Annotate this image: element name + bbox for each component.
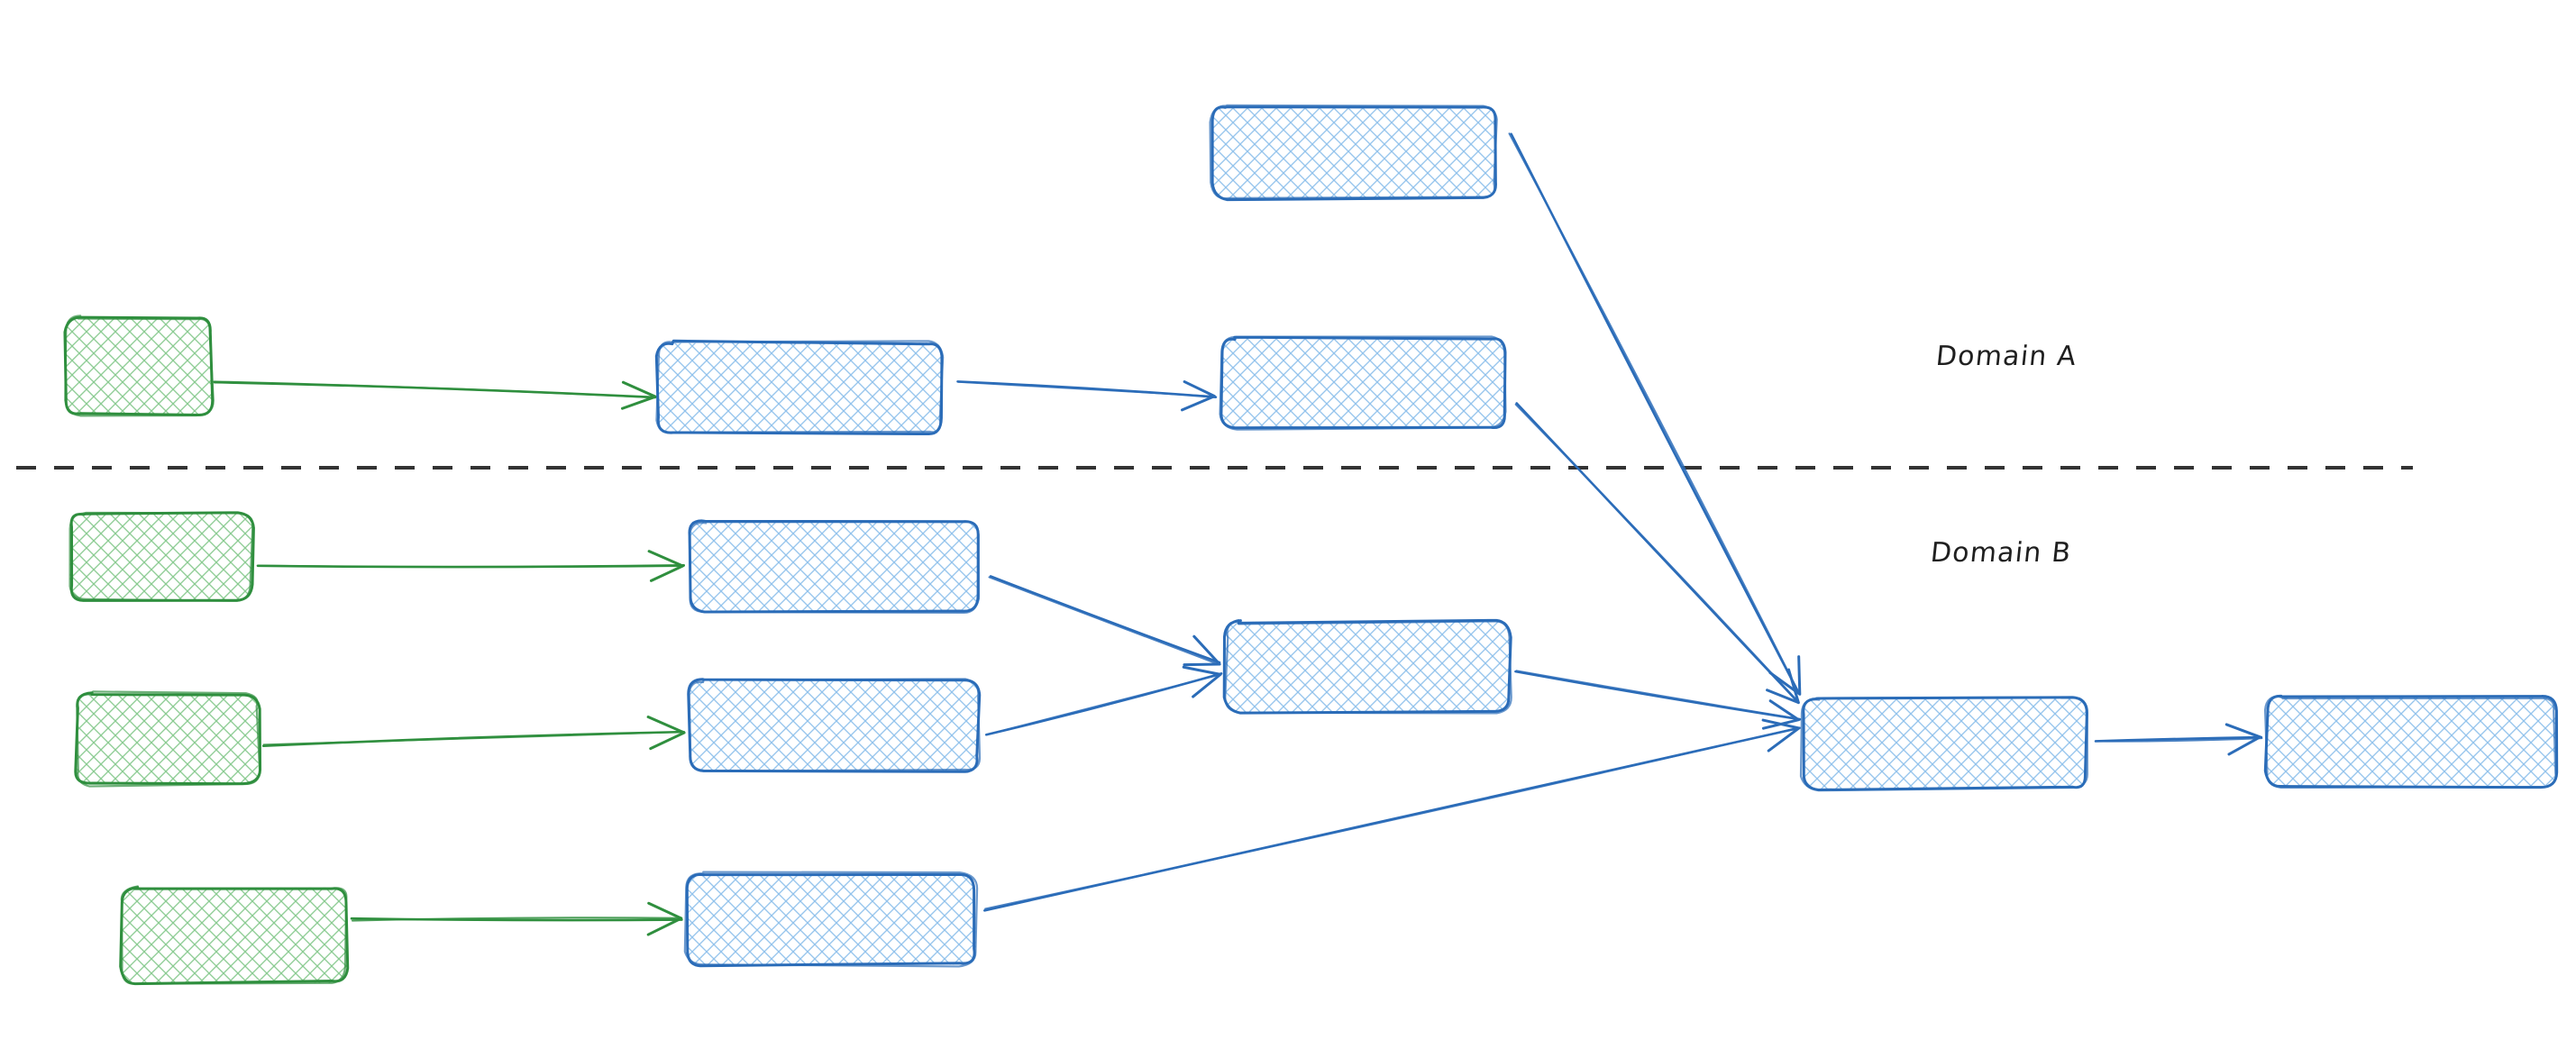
node-b-proc-3[interactable]: [683, 871, 979, 968]
node-outline-echo: [69, 511, 254, 602]
edge-arrowhead: [1181, 380, 1216, 412]
edge-line-echo: [262, 731, 686, 746]
node-fill: [1225, 621, 1511, 713]
node-fill: [690, 520, 979, 612]
edge-arrowhead: [646, 716, 686, 751]
edge-a-top-to-b-sink: [1508, 132, 1802, 696]
node-a-proc-1[interactable]: [654, 339, 945, 436]
edge-b-src-1-to-b-proc-1: [256, 550, 686, 582]
edge-arrowhead: [1183, 634, 1221, 667]
edge-arrowhead: [2224, 723, 2261, 756]
node-b-src-1[interactable]: [69, 511, 255, 602]
lane-label-domain-b: Domain B: [1929, 537, 2073, 569]
edge-line-echo: [1514, 403, 1799, 703]
node-b-proc-2[interactable]: [687, 678, 982, 773]
node-b-sink[interactable]: [1799, 696, 2088, 792]
edge-layer: [213, 132, 2263, 936]
edge-arrowhead: [647, 550, 685, 582]
node-fill: [121, 887, 347, 983]
node-layer: [63, 104, 2559, 986]
node-outline-echo: [2263, 695, 2557, 789]
edge-b-proc-1-to-b-hub: [988, 575, 1221, 667]
node-outline-echo: [688, 678, 982, 772]
node-fill: [1221, 337, 1506, 428]
edge-line-echo: [2095, 737, 2263, 743]
node-fill: [1211, 105, 1496, 199]
node-outline-echo: [120, 885, 348, 985]
node-fill: [2266, 696, 2556, 787]
node-b-src-2[interactable]: [74, 690, 262, 788]
edge-b-hub-to-b-sink: [1514, 670, 1802, 730]
edge-a-proc-2-to-b-sink: [1514, 402, 1800, 705]
node-outline-echo: [1219, 335, 1507, 431]
node-outline-echo: [688, 521, 981, 614]
node-fill: [66, 316, 212, 415]
node-outline-echo: [683, 871, 979, 968]
node-fill: [658, 342, 943, 433]
node-fill: [1802, 698, 2087, 789]
node-b-hub[interactable]: [1222, 618, 1512, 715]
edge-line-echo: [1515, 670, 1800, 720]
node-fill: [76, 693, 260, 785]
edge-arrowhead: [1768, 655, 1802, 696]
edge-line-echo: [351, 917, 682, 922]
edge-line: [989, 575, 1221, 664]
node-fill: [686, 873, 976, 965]
node-b-proc-1[interactable]: [688, 519, 981, 614]
node-outline-echo: [64, 315, 215, 417]
node-a-top[interactable]: [1209, 104, 1498, 202]
edge-arrowhead: [1761, 718, 1801, 753]
node-b-final[interactable]: [2263, 694, 2559, 789]
edge-b-sink-to-b-final: [2094, 723, 2263, 756]
node-outline-echo: [1799, 696, 2088, 792]
edge-line-echo: [256, 564, 685, 569]
node-outline-echo: [76, 690, 261, 788]
node-fill: [689, 680, 979, 771]
edge-a-src-1-to-a-proc-1: [213, 380, 657, 410]
lane-label-domain-a: Domain A: [1934, 341, 2078, 372]
edge-b-proc-2-to-b-hub: [985, 665, 1223, 736]
edge-b-src-2-to-b-proc-2: [261, 716, 686, 751]
edge-b-src-3-to-b-proc-3: [350, 901, 683, 936]
edge-line-echo: [988, 576, 1220, 666]
edge-line-echo: [984, 726, 1800, 910]
edge-arrowhead: [646, 901, 683, 936]
node-outline-echo: [655, 340, 945, 434]
edge-arrowhead: [1761, 699, 1801, 730]
node-a-proc-2[interactable]: [1219, 335, 1507, 431]
node-outline-echo: [1209, 104, 1498, 200]
node-outline-echo: [1224, 618, 1512, 715]
node-b-src-3[interactable]: [119, 885, 350, 986]
edge-arrowhead: [1766, 668, 1800, 705]
edge-line-echo: [985, 673, 1221, 736]
edge-a-proc-1-to-a-proc-2: [956, 380, 1218, 412]
node-a-src-1[interactable]: [63, 315, 215, 417]
node-fill: [69, 513, 253, 600]
node-outline: [119, 886, 350, 986]
edge-line-echo: [213, 380, 654, 399]
edge-arrowhead: [620, 380, 657, 410]
edge-arrowhead: [1182, 665, 1222, 698]
edge-line-echo: [1508, 132, 1800, 694]
edge-line-echo: [956, 380, 1216, 397]
edge-b-proc-3-to-b-sink: [983, 718, 1801, 912]
